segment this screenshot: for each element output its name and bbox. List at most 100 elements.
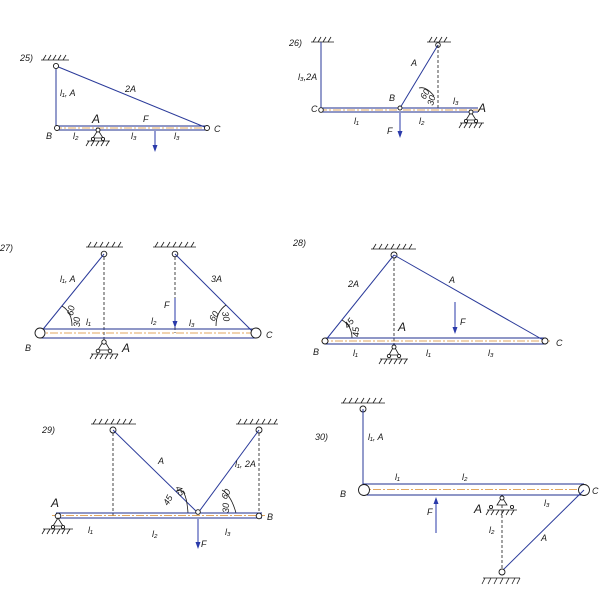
rod-left — [324, 254, 395, 342]
beam — [318, 105, 480, 113]
angle-60-label: 60 — [418, 87, 432, 101]
length-2-label: l₂ — [419, 116, 425, 126]
point-c-label: C — [556, 338, 563, 348]
length-3-label: l₃ — [453, 96, 459, 106]
problem-30-number: 30) — [315, 432, 328, 442]
length-2-label: l₂ — [152, 529, 158, 539]
length-1-label: l₁ — [395, 472, 400, 482]
rod-left — [112, 429, 199, 514]
wall-support-left — [86, 241, 123, 248]
pin-support-a — [89, 339, 119, 360]
force-arrow — [172, 298, 178, 328]
angle-60: 60 — [219, 487, 233, 501]
length-1-label: l₂ — [73, 131, 79, 141]
point-b-label: B — [267, 512, 273, 522]
force-arrow — [152, 131, 158, 152]
point-a-label: A — [477, 101, 486, 115]
problem-25-number: 25) — [19, 53, 33, 63]
wall-support-top — [371, 243, 416, 250]
point-b-label: B — [313, 347, 319, 357]
point-a-label: A — [50, 496, 59, 510]
point-b-label: B — [25, 343, 31, 353]
wall-support-bottom — [481, 577, 521, 585]
rod-diagonal — [501, 489, 585, 572]
point-c-label: C — [592, 486, 599, 496]
length-1-label: l₁ — [86, 317, 91, 327]
length-1-label: l₁ — [353, 348, 358, 358]
point-c-label: C — [266, 330, 273, 340]
length-4-label: l₂ — [489, 525, 495, 535]
pin-top — [52, 62, 60, 70]
pin-support-a — [378, 344, 408, 365]
force-label: F — [427, 507, 433, 517]
pin-support-a — [85, 127, 110, 147]
problem-29-number: 29) — [41, 425, 55, 435]
rod-right — [174, 253, 255, 334]
point-b-label: B — [389, 93, 395, 103]
pin-support-a — [458, 109, 484, 129]
angle-arc — [341, 319, 353, 339]
rod-right — [197, 429, 260, 514]
force-label: F — [387, 126, 393, 136]
length-3-label: l₃ — [488, 348, 494, 358]
length-3-label: l₃ — [174, 131, 180, 141]
angle-30-label: 30 — [425, 94, 437, 106]
point-a-label: A — [473, 502, 482, 516]
rod-vertical-label: l₁, A — [60, 88, 76, 98]
rod-diagonal-label: A — [410, 58, 417, 68]
problem-26: 26) — [288, 36, 486, 138]
wall-support-left — [91, 418, 136, 425]
angle-arc-right — [221, 489, 237, 514]
beam — [52, 509, 265, 520]
rod-right-label: l₁, 2A — [235, 459, 256, 469]
problem-27-number: 27) — [0, 243, 13, 253]
force-label: F — [460, 317, 466, 327]
pin-bottom — [498, 568, 506, 576]
beam — [54, 125, 210, 131]
wall-support-right — [236, 418, 278, 425]
point-a-label: A — [91, 112, 100, 126]
length-2-label: l₃ — [131, 131, 137, 141]
rod-right-label: 3A — [211, 274, 222, 284]
length-2-label: l₂ — [151, 316, 157, 326]
force-arrow — [397, 113, 403, 138]
point-a-label: A — [121, 341, 130, 355]
angle-arc-right — [215, 304, 227, 327]
pin-support-a — [485, 495, 517, 516]
rod-left-label: l₁, A — [60, 274, 76, 284]
length-1-label: l₁ — [88, 525, 93, 535]
rod-vertical-label: l₃,2A — [298, 72, 317, 82]
force-label: F — [201, 539, 207, 549]
problem-28-number: 28) — [292, 238, 306, 248]
problem-28: 28) — [292, 238, 563, 365]
angle-60-right: 60 — [207, 309, 221, 323]
point-c-label: C — [311, 104, 318, 114]
wall-support-right — [427, 36, 451, 43]
force-arrow — [195, 519, 201, 549]
angle-30-right: 30 — [220, 311, 232, 323]
angle-45-outer: 45 — [161, 492, 175, 507]
rod-diagonal — [399, 44, 439, 109]
problem-27: 27) — [0, 241, 273, 360]
length-3-label: l₃ — [189, 318, 195, 328]
force-label: F — [164, 300, 170, 310]
angle-arc — [418, 87, 435, 97]
beam — [358, 483, 590, 496]
point-a-label: A — [397, 320, 406, 334]
force-label: F — [143, 114, 149, 124]
problem-26-number: 26) — [288, 38, 302, 48]
angle-30-left: 30 — [72, 317, 82, 327]
rod-diagonal — [55, 65, 208, 129]
length-2-label: l₂ — [462, 472, 468, 482]
wall-support-right — [153, 241, 196, 248]
rod-diagonal-label: A — [540, 533, 547, 543]
pin-support-a — [41, 517, 73, 535]
point-b-label: B — [340, 489, 346, 499]
wall-support-top — [41, 54, 69, 61]
rod-left-label: 2A — [347, 279, 359, 289]
rod-vertical-label: l₁, A — [368, 432, 384, 442]
force-arrow — [452, 302, 458, 334]
angle-60-left: 60 — [65, 305, 77, 317]
rod-left-label: A — [157, 456, 164, 466]
